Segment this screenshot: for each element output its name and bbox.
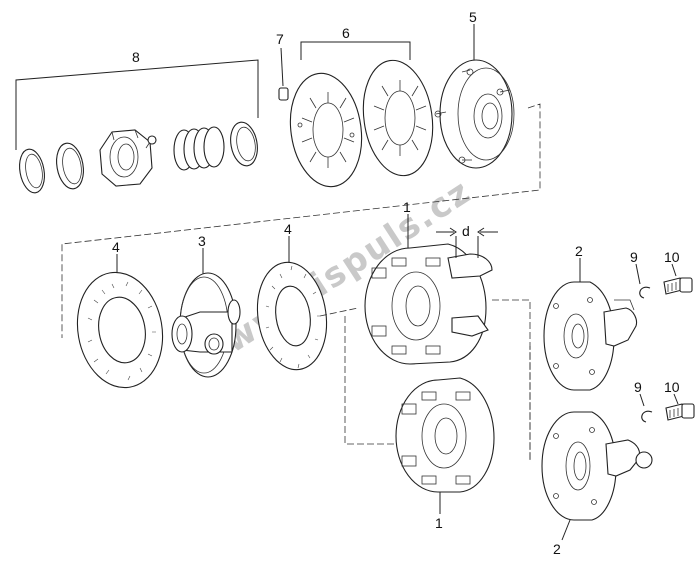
callout-10-bottom: 10 [664, 379, 680, 395]
hub-part [171, 272, 241, 378]
callout-4-right: 4 [284, 221, 292, 237]
snap-ring-second [56, 142, 84, 190]
circlip-top [639, 286, 651, 299]
ball-part [147, 135, 157, 145]
bolt-top [663, 277, 693, 295]
callout-1-top: 1 [403, 199, 411, 215]
callout-7: 7 [276, 31, 284, 47]
snap-ring-right [230, 121, 258, 167]
callout-4-left: 4 [112, 239, 120, 255]
clutch-housing-bottom [395, 377, 495, 493]
callout-d: d [462, 223, 470, 239]
spring-part [173, 126, 225, 171]
hex-nut-part [99, 129, 153, 187]
callout-6: 6 [342, 25, 350, 41]
spring-plate-right [362, 59, 434, 177]
callout-9-bottom: 9 [634, 379, 642, 395]
callout-3: 3 [198, 233, 206, 249]
dimension-d [436, 227, 498, 258]
spring-plate-left [289, 72, 363, 188]
pressure-plate-part [434, 59, 515, 169]
bolt-bottom [665, 403, 695, 421]
callout-8: 8 [132, 49, 140, 65]
pin-part [278, 87, 289, 101]
friction-disc-right [256, 261, 328, 371]
callout-2-bottom: 2 [553, 541, 561, 557]
yoke-flange-bottom [541, 411, 653, 521]
callout-1-bottom: 1 [435, 515, 443, 531]
snap-ring-left [19, 148, 45, 194]
callout-5: 5 [469, 9, 477, 25]
circlip-bottom [641, 410, 653, 423]
yoke-flange-top [543, 281, 638, 391]
callout-2-top: 2 [575, 243, 583, 259]
callout-10-top: 10 [664, 249, 680, 265]
bracket-8 [15, 59, 259, 150]
friction-disc-left [76, 271, 164, 389]
callout-9-top: 9 [630, 249, 638, 265]
clutch-housing-top [364, 243, 493, 365]
